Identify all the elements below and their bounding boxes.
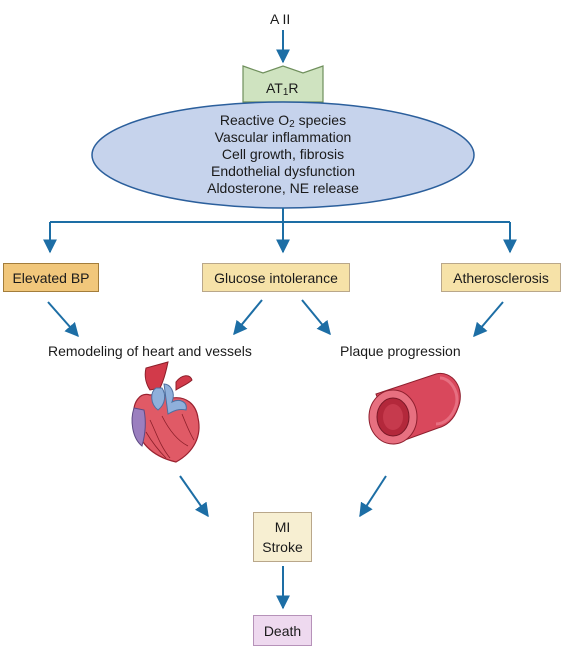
elevated-bp-box: Elevated BP — [3, 263, 99, 292]
effects-list: Reactive O2 species Vascular inflammatio… — [150, 112, 416, 197]
receptor-prefix: AT — [266, 80, 283, 96]
arrow-athero-to-plaque — [473, 301, 504, 338]
atherosclerosis-box: Atherosclerosis — [441, 263, 561, 292]
effect-item: Aldosterone, NE release — [207, 180, 359, 196]
receptor-subscript: 1 — [282, 87, 289, 98]
event-mi: MI — [274, 519, 291, 535]
effect-item: Reactive O2 species — [219, 112, 347, 130]
arrow-heart-to-events — [179, 475, 209, 518]
effect-item: Cell growth, fibrosis — [221, 146, 345, 162]
effect-item: Vascular inflammation — [214, 129, 352, 145]
arrow-glucose-to-plaque — [301, 299, 331, 336]
effect-item: Endothelial dysfunction — [211, 163, 355, 179]
receptor-suffix: R — [288, 80, 299, 96]
mi-stroke-box: MI Stroke — [253, 512, 312, 562]
event-stroke: Stroke — [262, 539, 303, 555]
heart-illustration — [131, 361, 200, 463]
arrow-artery-to-events — [359, 475, 387, 518]
plaque-progression-label: Plaque progression — [340, 343, 461, 359]
receptor-label: AT1R — [266, 80, 299, 98]
death-box: Death — [253, 615, 312, 646]
remodeling-label: Remodeling of heart and vessels — [48, 343, 252, 359]
glucose-intolerance-box: Glucose intolerance — [202, 263, 350, 292]
ligand-label: A II — [270, 11, 291, 27]
arrow-bp-to-remodeling — [47, 301, 79, 338]
artery-illustration — [368, 372, 461, 445]
arrow-glucose-to-remodeling — [233, 299, 263, 336]
